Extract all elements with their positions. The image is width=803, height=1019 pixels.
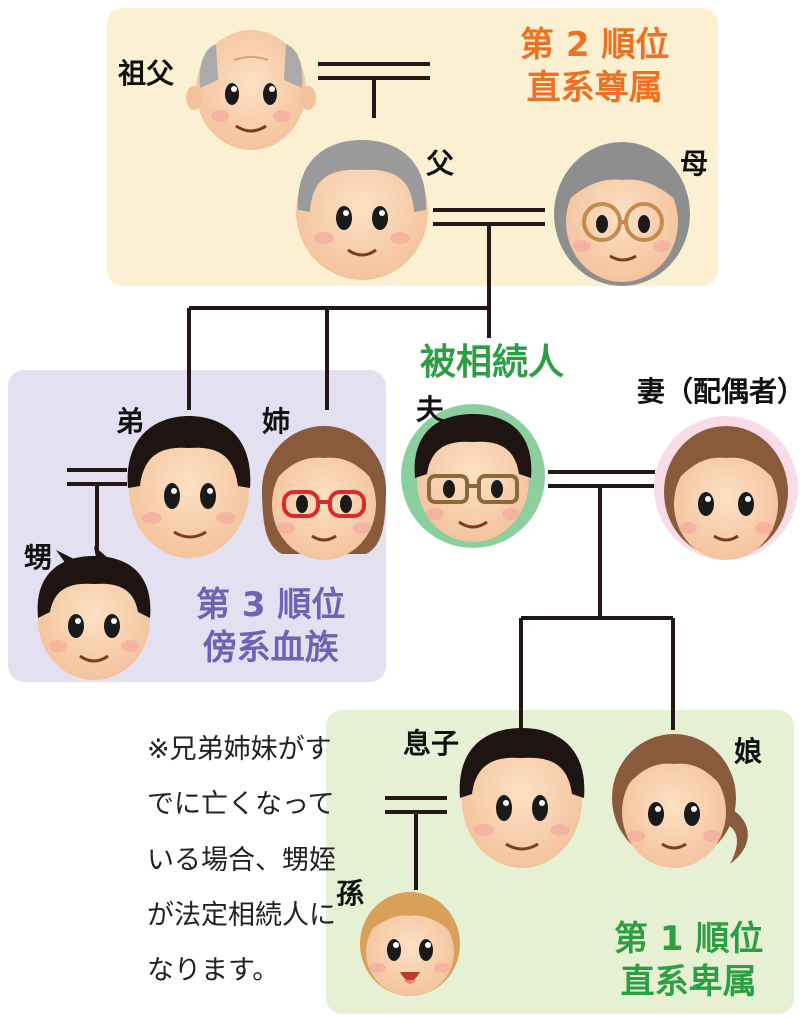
mother-face: [554, 142, 690, 286]
rank3-line2: 傍系血族: [202, 627, 339, 668]
rank2-line2: 直系尊属: [526, 67, 663, 108]
rank1-line1: 第 1 順位: [614, 919, 764, 959]
daughter-label: 娘: [734, 735, 763, 768]
daughter-face: [612, 734, 748, 868]
father-face: [296, 140, 428, 280]
rank2-category: 第 2 順位 直系尊属: [520, 24, 669, 109]
rank1-category: 第 1 順位 直系卑属: [614, 918, 763, 1003]
wife-label: 妻（配偶者）: [637, 375, 803, 408]
brother-face: [127, 416, 251, 558]
brother-label: 弟: [116, 405, 145, 438]
grandfather-face: [186, 30, 316, 150]
son-face: [459, 728, 585, 868]
grandchild-face: [360, 892, 460, 996]
son-label: 息子: [403, 727, 460, 760]
grandchild-label: 孫: [336, 877, 365, 910]
rank3-line1: 第 3 順位: [196, 585, 346, 625]
father-label: 父: [426, 147, 455, 180]
wife-face: [664, 426, 788, 560]
rank2-line1: 第 2 順位: [520, 25, 670, 65]
husband-face: [414, 414, 532, 542]
connector-lines: [67, 62, 675, 890]
rank1-line2: 直系卑属: [620, 961, 757, 1002]
nephew-face: [37, 546, 151, 680]
note-text: ※兄弟姉妹がすでに亡くなっている場合、甥姪が法定相続人になります。: [147, 734, 336, 987]
sister-label: 姉: [262, 405, 291, 438]
grandfather-label: 祖父: [118, 57, 175, 90]
nephew-label: 甥: [24, 541, 53, 574]
sister-face: [262, 426, 386, 560]
rank3-category: 第 3 順位 傍系血族: [196, 584, 345, 669]
mother-label: 母: [680, 147, 709, 180]
decedent-label: 被相続人: [420, 342, 565, 383]
husband-label: 夫: [416, 393, 445, 426]
